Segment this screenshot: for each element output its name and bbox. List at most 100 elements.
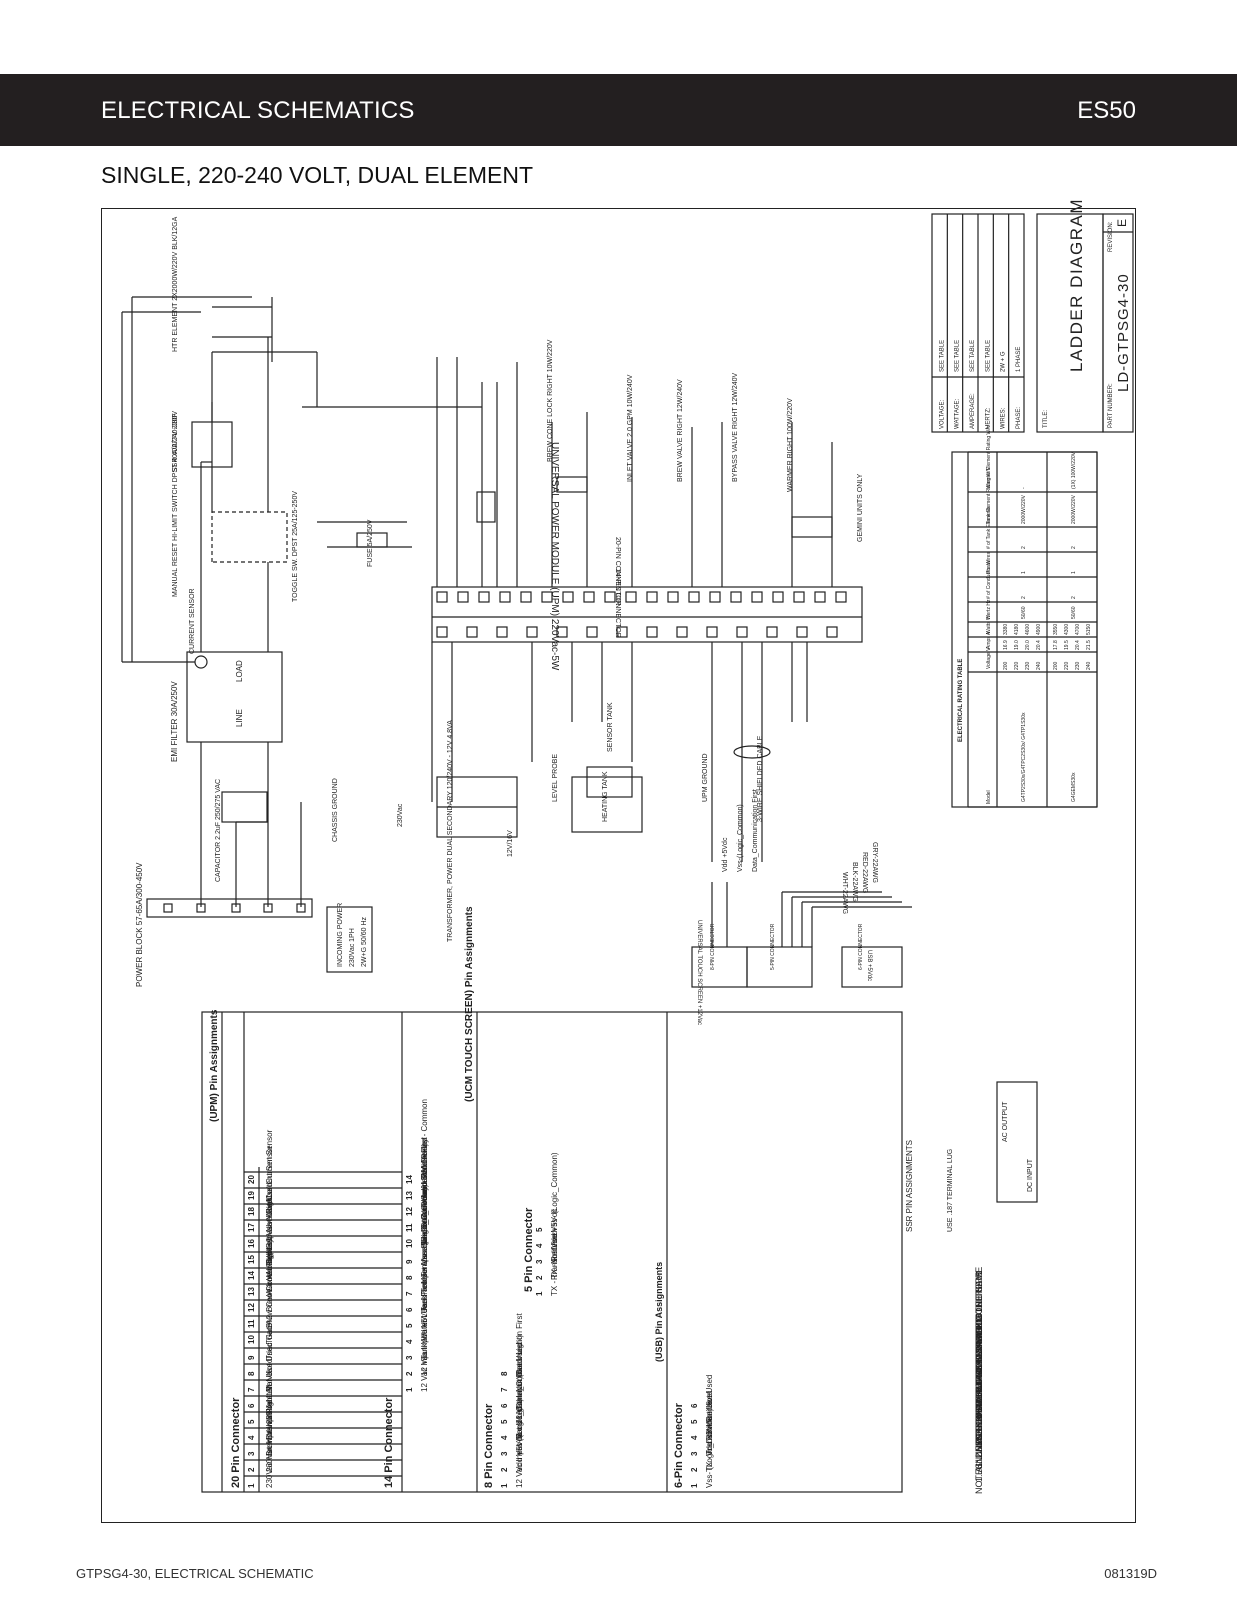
note-line: 1. ALL WIRES SHALL BE MIN 18AWG [974, 1327, 984, 1482]
notes-title: NOTES: UNLESS OTHERWISE SPECIFIED [974, 1315, 984, 1494]
rating-cell: 200 [1003, 661, 1009, 670]
pin-number: 14 [247, 1271, 256, 1280]
note-line: UNLESS NOTED. [974, 1397, 984, 1470]
rating-model: G4TP2S30x/G4TPC2S30x/ G4TP1S30x [1021, 712, 1027, 802]
pin-number: 7 [500, 1387, 509, 1392]
v12-label: 12V/16V [507, 830, 514, 857]
rating-cell: 50/60 [1021, 606, 1027, 619]
spec-label: PHASE: [1016, 407, 1022, 429]
header-bar [0, 74, 1237, 146]
conn6-label: 6-PIN CONNECTOR [858, 923, 864, 970]
pin-number: 4 [535, 1243, 544, 1248]
rating-table-title: ELECTRICAL RATING TABLE [958, 659, 964, 742]
pin-function: Bypass Valve Left [265, 1184, 274, 1248]
pin-function: Triac A2 [265, 1314, 274, 1344]
ucm-table-title: (UCM TOUCH SCREEN) Pin Assignments [464, 906, 475, 1102]
pin-function: Not Used [705, 1391, 714, 1424]
title-text: LADDER DIAGRAM [1067, 198, 1086, 372]
spec-label: WATTAGE: [955, 398, 961, 429]
current-sensor-label: CURRENT SENSOR [189, 588, 196, 654]
conn5-label: 5-PIN CONNECTOR [770, 923, 776, 970]
pin-function: Not Used [265, 1359, 274, 1392]
rating-table-header: Voltage V [986, 647, 992, 669]
pin-number: 4 [500, 1435, 509, 1440]
pin-number: 10 [247, 1335, 256, 1344]
rating-cell: 200 [1053, 661, 1059, 670]
rating-table-header: Tank Element Rating W/V [986, 466, 992, 524]
pin-number: 2 [690, 1467, 699, 1472]
pin-function: Brew Cone Lock Right [265, 1248, 274, 1328]
rating-cell: 4900 [1036, 624, 1042, 635]
rating-cell: 20.4 [1036, 640, 1042, 650]
rating-cell: 20.4 [1075, 640, 1081, 650]
page-subtitle: SINGLE, 220-240 VOLT, DUAL ELEMENT [101, 162, 534, 188]
note-line: 2. USE THIS DIAGRAM FOR ALL OTHER [974, 1288, 984, 1458]
footer-doc-name: GTPSG4-30, ELECTRICAL SCHEMATIC [76, 1566, 314, 1581]
pin-function: Tank Water Level Probe [420, 1274, 429, 1360]
pin-function: 230Vac L2 [265, 1386, 274, 1424]
pin-function: Vss- (Logic_Common) [705, 1408, 714, 1488]
pin-number: 16 [247, 1239, 256, 1248]
emi-line-label: LINE [235, 709, 244, 727]
capacitor-label: CAPACITOR 2.2uF 250/275 VAC [215, 779, 222, 882]
ssr-label: SSR 40A/240-280V [172, 411, 179, 472]
rating-cell: 21.5 [1086, 640, 1092, 650]
pin-function: Brew Cone Lock Left [265, 1237, 274, 1312]
ssr-lug-note: USE .187 TERMINAL LUG [947, 1149, 954, 1232]
vss-label: Vss-(Logic_Common) [737, 804, 744, 872]
pin-function: Data_Communication First [515, 1313, 524, 1408]
pin-number: 18 [247, 1207, 256, 1216]
rating-cell: 3550 [1053, 624, 1059, 635]
pin-number: 5 [405, 1323, 414, 1328]
pin-function: Solid State Relay +5Vdc [420, 1162, 429, 1249]
schematic-frame [101, 208, 1136, 1523]
warmer-label: WARMER RIGHT 100W/220V [787, 398, 794, 492]
emi-load-label: LOAD [235, 660, 244, 682]
pin-function: Not Used [420, 1183, 429, 1216]
chassis-ground-label: CHASSIS GROUND [332, 778, 339, 842]
pin-number: 19 [247, 1191, 256, 1200]
rating-table-header: Phase [986, 560, 992, 574]
revision: E [1115, 219, 1129, 227]
pin-number: 6 [247, 1403, 256, 1408]
spec-value: SEE TABLE [970, 340, 976, 372]
pin-number: 5 [690, 1419, 699, 1424]
bypass-valve-label: BYPASS VALVE RIGHT 12W/240V [732, 372, 739, 482]
pin-number: 1 [405, 1387, 414, 1392]
pin-number: 3 [247, 1451, 256, 1456]
incoming-power-line-1: INCOMING POWER [337, 903, 344, 967]
incoming-power-line-3: 2W+G 50/60 Hz [361, 917, 368, 967]
rating-cell: 240 [1036, 661, 1042, 670]
pin-function: Not Used [515, 1407, 524, 1440]
ssr-pin-assignments: SSR PIN ASSIGNMENTS AC OUTPUT DC INPUT U… [905, 1081, 1038, 1232]
pin-function: Warmer Right [265, 1246, 274, 1296]
pin-number: 6 [405, 1307, 414, 1312]
rating-cell: 20.0 [1025, 640, 1031, 650]
pin-function: Brew Valve Right [265, 1394, 274, 1456]
spec-value: SEE TABLE [985, 340, 991, 372]
pin-number: 1 [535, 1291, 544, 1296]
pin-function: TX - Transmit [705, 1423, 714, 1472]
pin-number: 3 [535, 1259, 544, 1264]
part-number: LD-GTPSG4-30 [1115, 273, 1132, 392]
spec-label: VOLTAGE: [939, 400, 945, 429]
pin-number: 9 [247, 1355, 256, 1360]
rating-cell: 1 [1071, 571, 1077, 574]
pin-function: Vss- (Logic_Common) [515, 1376, 524, 1456]
vdd-label: Vdd +5Vdc [722, 837, 729, 872]
pin-function: Data_Communication First [420, 1137, 429, 1232]
sensor-tank-label: SENSOR TANK [607, 702, 614, 752]
rating-cell: - [1021, 487, 1027, 489]
transformer-label: TRANSFORMER, POWER DUAL SECONDARY 120/24… [447, 720, 454, 942]
pin-function: 230Vac Hot Input [265, 1426, 274, 1488]
pin-function: Tank Temperature Sensor [420, 1204, 429, 1296]
part-label: PART NUMBER: [1108, 383, 1114, 428]
pin-number: 20 [247, 1175, 256, 1184]
revision-label: REVISION: [1108, 221, 1114, 252]
htr-label: HTR ELEMENT 2X2000W/220V BLK/12GA [172, 216, 179, 352]
spec-value: 1 PHASE [1016, 347, 1022, 372]
gemini-label: GEMINI UNITS ONLY [857, 473, 864, 542]
spec-value: SEE TABLE [939, 340, 945, 372]
